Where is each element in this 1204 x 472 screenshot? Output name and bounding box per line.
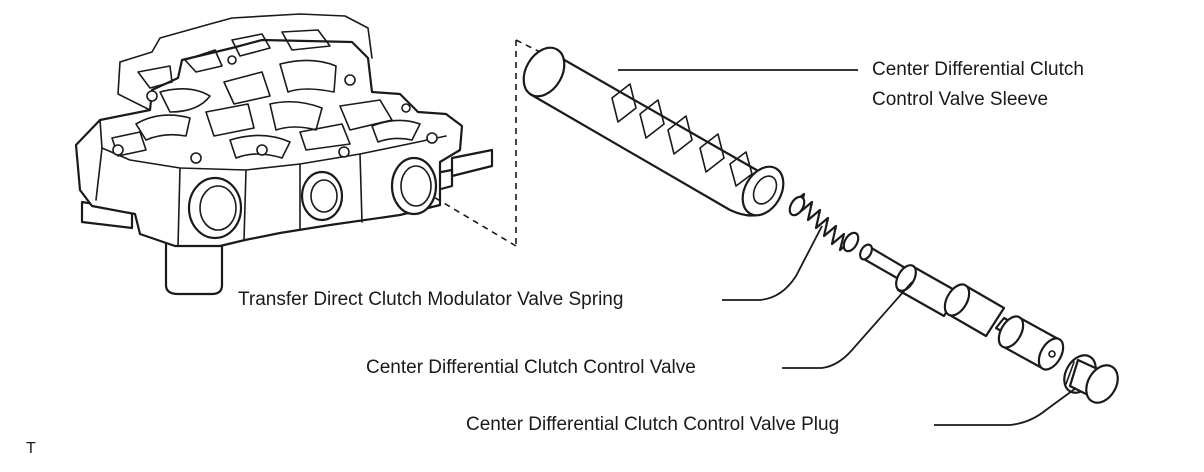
control-valve (859, 243, 1065, 371)
valve-body (74, 13, 494, 296)
leader-spring (722, 225, 823, 301)
corner-mark: T (26, 440, 36, 457)
control-valve-plug (1063, 354, 1119, 404)
alignment-dashed-lines (431, 39, 549, 247)
leader-lines (618, 69, 1077, 426)
label-control-valve: Center Differential Clutch Control Valve (366, 357, 696, 378)
modulator-valve-spring (788, 192, 860, 253)
label-sleeve-line1: Center Differential Clutch (872, 59, 1084, 80)
control-valve-sleeve (522, 46, 785, 217)
label-sleeve-line2: Control Valve Sleeve (872, 89, 1049, 110)
label-spring: Transfer Direct Clutch Modulator Valve S… (238, 289, 624, 310)
leader-plug (934, 387, 1077, 426)
leader-valve (782, 281, 913, 369)
label-valve-plug: Center Differential Clutch Control Valve… (466, 414, 840, 435)
